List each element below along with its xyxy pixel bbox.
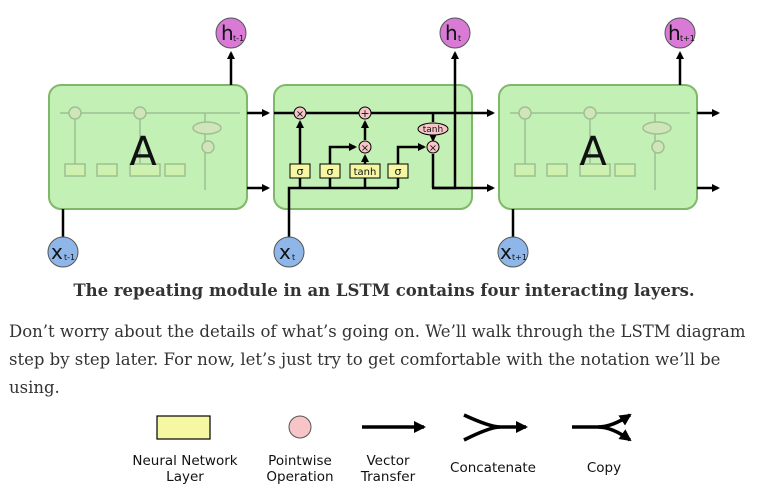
h-mid-sub: t xyxy=(458,34,461,43)
op-multiply-forget: × xyxy=(296,109,304,120)
legend-nn-layer-label: Neural Network Layer xyxy=(132,453,238,485)
lstm-cell-middle xyxy=(273,84,473,210)
cell-label-right: A xyxy=(579,129,607,175)
paragraph-text: Don’t worry about the details of what’s … xyxy=(9,322,746,397)
x-mid-main: x xyxy=(279,240,291,264)
gate-forget-label: σ xyxy=(297,165,304,178)
legend-copy-label: Copy xyxy=(586,460,622,476)
op-tanh: tanh xyxy=(423,125,443,135)
legend-vector-transfer-label: Vector Transfer xyxy=(360,453,416,485)
input-nodes: x t-1 x t x t+1 xyxy=(47,236,529,268)
gate-layers: σ σ tanh σ xyxy=(289,163,409,179)
legend-icons xyxy=(156,413,632,442)
x-left-sub: t-1 xyxy=(64,253,75,262)
op-multiply-input: × xyxy=(361,143,369,154)
x-right-main: x xyxy=(500,240,512,264)
x-mid-sub: t xyxy=(292,253,295,262)
h-left-sub: t-1 xyxy=(233,34,244,43)
lstm-diagram: A A xyxy=(47,17,720,268)
h-right-sub: t+1 xyxy=(680,34,695,43)
faint-internals xyxy=(60,106,240,190)
faint-internals xyxy=(510,106,690,190)
gate-output-label: σ xyxy=(395,165,402,178)
output-nodes: h t-1 h t h t+1 xyxy=(215,17,696,49)
legend-copy-icon xyxy=(572,413,632,442)
op-multiply-output: × xyxy=(429,143,437,154)
legend-nn-layer-icon xyxy=(156,415,211,440)
pointwise-ops: × + × tanh × xyxy=(293,106,449,154)
lstm-cell-right: A xyxy=(498,84,698,210)
gate-tanh-label: tanh xyxy=(354,167,377,178)
legend-pointwise-label: Pointwise Operation xyxy=(266,453,334,485)
legend-pointwise-icon xyxy=(288,415,312,439)
cell-label-left: A xyxy=(129,129,157,175)
x-right-sub: t+1 xyxy=(512,253,527,262)
h-left-main: h xyxy=(221,21,234,45)
x-left-main: x xyxy=(51,240,63,264)
body-paragraph: Don’t worry about the details of what’s … xyxy=(9,318,761,402)
legend-concatenate-label: Concatenate xyxy=(450,460,536,476)
flow-arrows xyxy=(61,51,720,240)
lstm-cell-left: A xyxy=(48,84,248,210)
middle-internals xyxy=(274,51,495,240)
gate-input-label: σ xyxy=(327,165,334,178)
h-right-main: h xyxy=(668,21,681,45)
legend-concatenate-icon xyxy=(463,413,528,442)
h-mid-main: h xyxy=(445,21,458,45)
figure-caption: The repeating module in an LSTM contains… xyxy=(73,281,695,300)
op-add: + xyxy=(360,107,369,120)
